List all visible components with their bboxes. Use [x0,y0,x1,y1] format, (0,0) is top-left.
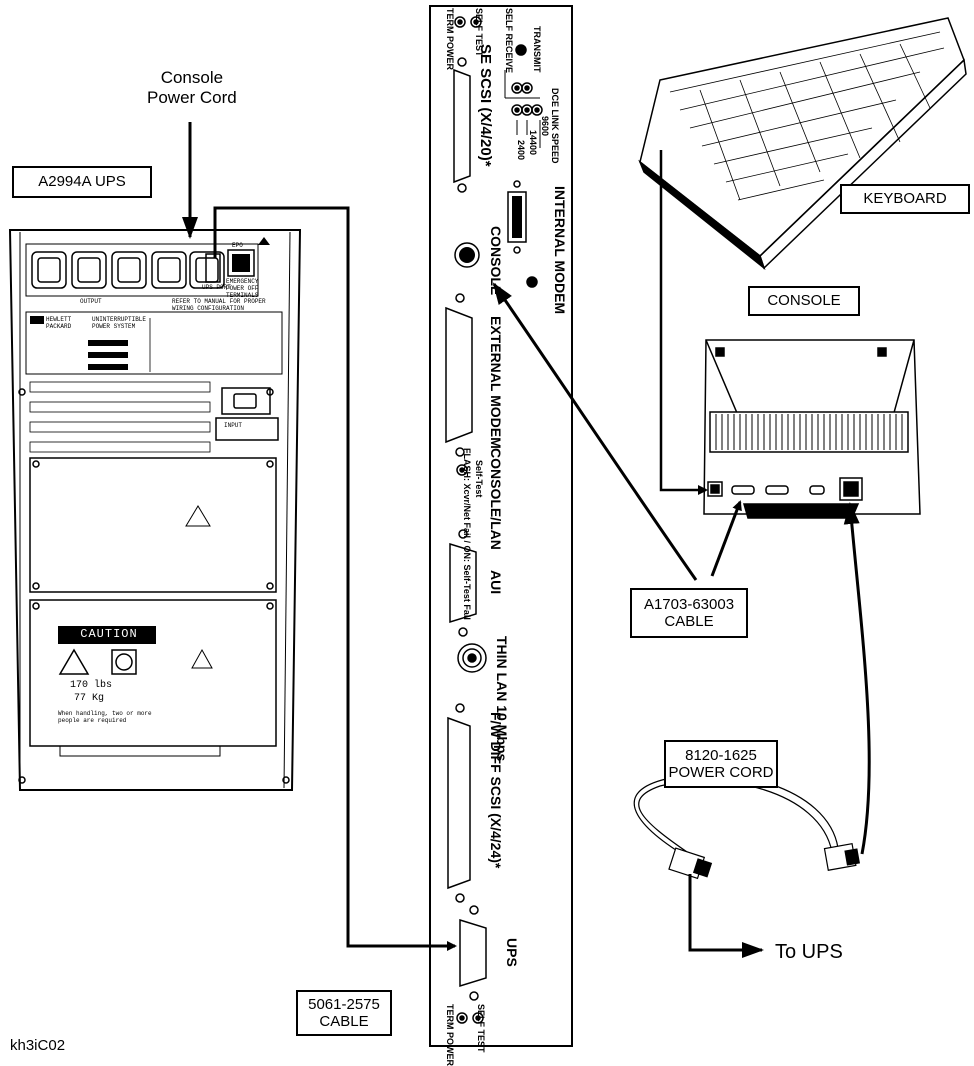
ups-product: UNINTERRUPTIBLE POWER SYSTEM [92,316,147,331]
cable-5061-2575 [213,206,457,951]
panel-transmit: TRANSMIT [532,26,542,73]
cable-a1703-to-panel [492,282,698,581]
speed-led-4 [531,104,543,116]
panel-speed-9600: 9600 [540,116,550,137]
a1703-cable-line1: A1703-63003 [643,595,735,613]
fw-diff-scsi-connector [447,716,471,890]
ups-input-label: INPUT [224,422,243,429]
panel-fw-diff-scsi: F/W DIFF SCSI (X/4/24)* [488,712,504,869]
console-port [454,242,480,268]
epo-switch [227,249,255,277]
ups-connector [459,918,487,988]
internal-modem-connector [507,191,527,243]
monitor-vents [715,414,903,450]
ups-port-label: UPS PORT [202,284,231,291]
ups-epo-label: EPO [232,242,243,249]
panel-speed-2400: 2400 [516,140,526,161]
a1703-cable-label: A1703-63003 CABLE [630,588,748,638]
cable-a1703-to-monitor [710,500,742,577]
keyboard [638,17,967,271]
aui-connector [449,542,477,624]
keyboard-box-text: KEYBOARD [863,190,947,208]
panel-dce-link-speed: DCE LINK SPEED [550,88,560,164]
power-cord-8120 [633,773,860,880]
caution-banner [58,626,156,644]
external-modem-connector [445,306,473,444]
console-lan-led [456,464,468,476]
panel-self-receive: SELF RECEIVE [504,8,514,74]
monitor-power-inlet [839,477,863,501]
console-power-cord-label-line1: Console [160,68,224,87]
panel-internal-modem: INTERNAL MODEM [552,186,568,315]
ups-refer-manual: REFER TO MANUAL FOR PROPER WIRING CONFIG… [172,298,266,313]
console-box-text: CONSOLE [767,292,841,310]
ups-weight-lbs: 170 lbs [70,680,113,691]
transmit-led [515,44,527,56]
panel-external-modem: EXTERNAL MODEM [488,316,504,449]
ups-port-connector [205,253,221,283]
cable-5061-line1: 5061-2575 [308,995,380,1013]
keyboard-box-label: KEYBOARD [840,184,970,214]
console-box-label: CONSOLE [748,286,860,316]
to-ups-label: To UPS [775,941,843,963]
power-cord-to-monitor [843,502,871,855]
ups-handling-note: When handling, two or more people are re… [58,710,152,725]
ups-caution-text: CAUTION [80,627,138,641]
panel-term-power-top: TERM POWER [445,8,455,71]
ups-vents [29,381,211,453]
panel-se-scsi: SE SCSI (X/4/20)* [477,44,494,167]
ups-box-label: A2994A UPS [12,166,152,198]
panel-self-test-bottom: SELF TEST [476,1004,486,1053]
console-power-cord-label-line2: Power Cord [147,88,237,108]
ups-emergency-label: EMERGENCY POWER OFF TERMINALS [226,278,259,300]
self-test-led-bottom [472,1012,484,1024]
keyboard-cable [659,150,708,495]
ups-unit [8,229,302,791]
a1703-cable-line2: CABLE [664,613,714,630]
ups-brand: HEWLETT PACKARD [46,316,72,331]
hp-logo [30,316,44,324]
ups-box-text: A2994A UPS [38,173,126,191]
ups-input-receptacle [221,387,271,415]
panel-ups: UPS [504,938,520,967]
power-cord-8120-line1: 8120-1625 [685,746,757,764]
se-scsi-connector [453,68,471,184]
monitor-serial-port-1 [731,485,755,495]
term-power-led-bottom [456,1012,468,1024]
ups-output-label: OUTPUT [80,298,102,305]
term-power-led-top [454,16,466,28]
monitor-serial-port-3 [809,485,825,495]
self-test-led-top [470,16,482,28]
to-ups-arrow [688,874,764,958]
console-monitor [703,339,921,519]
panel-console: CONSOLE [488,226,504,296]
panel-self-test-led: Self-Test [474,460,484,498]
ups-weight-kg: 77 Kg [74,693,105,704]
io-panel [429,5,573,1047]
console-power-cord-label: Console Power Cord [147,68,237,109]
panel-speed-14400: 14400 [528,130,538,156]
cable-5061-line2: CABLE [319,1013,369,1030]
monitor-serial-port-2 [765,485,789,495]
ups-outlets [31,251,225,289]
connections [182,122,871,958]
power-cord-8120-line2: POWER CORD [668,764,774,781]
speed-led-1 [521,82,533,94]
power-cord-8120-label: 8120-1625 POWER CORD [664,740,778,788]
thin-lan-connector [457,643,487,673]
panel-aui: AUI [488,570,504,595]
figure-id: kh3iC02 [10,1037,66,1054]
cable-5061-label: 5061-2575 CABLE [296,990,392,1036]
panel-console-lan: CONSOLE/LAN [488,448,504,550]
keyboard-port [707,481,723,497]
